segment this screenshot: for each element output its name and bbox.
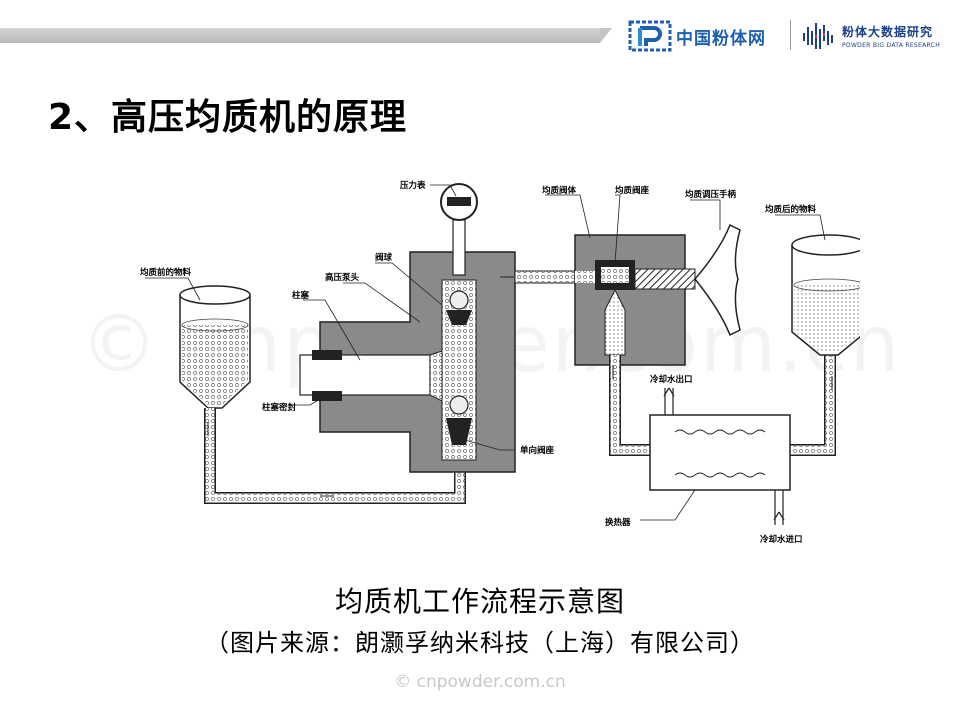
cnpowder-logo-icon <box>628 20 672 52</box>
header-bar-cut <box>600 28 612 43</box>
big-data-logo-cn: 粉体大数据研究 <box>842 25 934 39</box>
slide-title: 2、高压均质机的原理 <box>48 97 408 138</box>
watermark-text: © cnpowder.com.cn <box>394 672 566 692</box>
outlet-hopper <box>791 234 860 356</box>
label-heat-exchanger: 换热器 <box>605 517 631 528</box>
label-pressure-handle: 均质调压手柄 <box>685 189 737 200</box>
label-pressure-gauge: 压力表 <box>400 180 426 191</box>
logo-divider <box>790 20 791 50</box>
pressure-adjust-handle <box>694 223 741 337</box>
homogenizing-valve-body <box>574 234 696 366</box>
cnpowder-logo-text: 中国粉体网 <box>676 28 766 49</box>
leader-lines <box>145 184 826 521</box>
label-plunger-seal: 柱塞密封 <box>262 402 297 413</box>
label-check-valve-seat: 单向阀座 <box>520 445 555 456</box>
label-valve-body: 均质阀体 <box>542 185 577 196</box>
pump-body <box>299 251 516 473</box>
label-plunger: 柱塞 <box>292 290 310 301</box>
figure-caption: 均质机工作流程示意图 <box>334 585 625 618</box>
pressure-gauge <box>440 183 478 276</box>
heat-exchanger <box>649 387 791 525</box>
figure-source: （图片来源：朗灏孚纳米科技（上海）有限公司） <box>205 629 755 657</box>
homogenizer-diagram: 压力表 阀球 高压泵头 柱塞 均质前的物料 柱塞密封 单向阀座 均质阀体 均质阀… <box>140 180 860 545</box>
big-data-bars-icon <box>803 23 833 49</box>
label-cooling-water-outlet: 冷却水出口 <box>650 374 693 385</box>
label-pump-head: 高压泵头 <box>325 272 360 283</box>
inlet-pipe <box>204 408 466 504</box>
big-data-logo-en: POWDER BIG DATA RESEARCH <box>842 42 941 49</box>
label-valve-ball: 阀球 <box>375 252 393 263</box>
powder-big-data-logo: 粉体大数据研究 POWDER BIG DATA RESEARCH <box>802 18 940 54</box>
label-material-before: 均质前的物料 <box>140 267 192 278</box>
cnpowder-logo: 中国粉体网 <box>628 16 766 56</box>
label-valve-seat: 均质阀座 <box>615 185 650 196</box>
label-cooling-water-inlet: 冷却水进口 <box>760 534 803 545</box>
inlet-hopper <box>179 285 251 409</box>
label-material-after: 均质后的物料 <box>765 204 817 215</box>
header-gray-bar <box>0 28 612 43</box>
